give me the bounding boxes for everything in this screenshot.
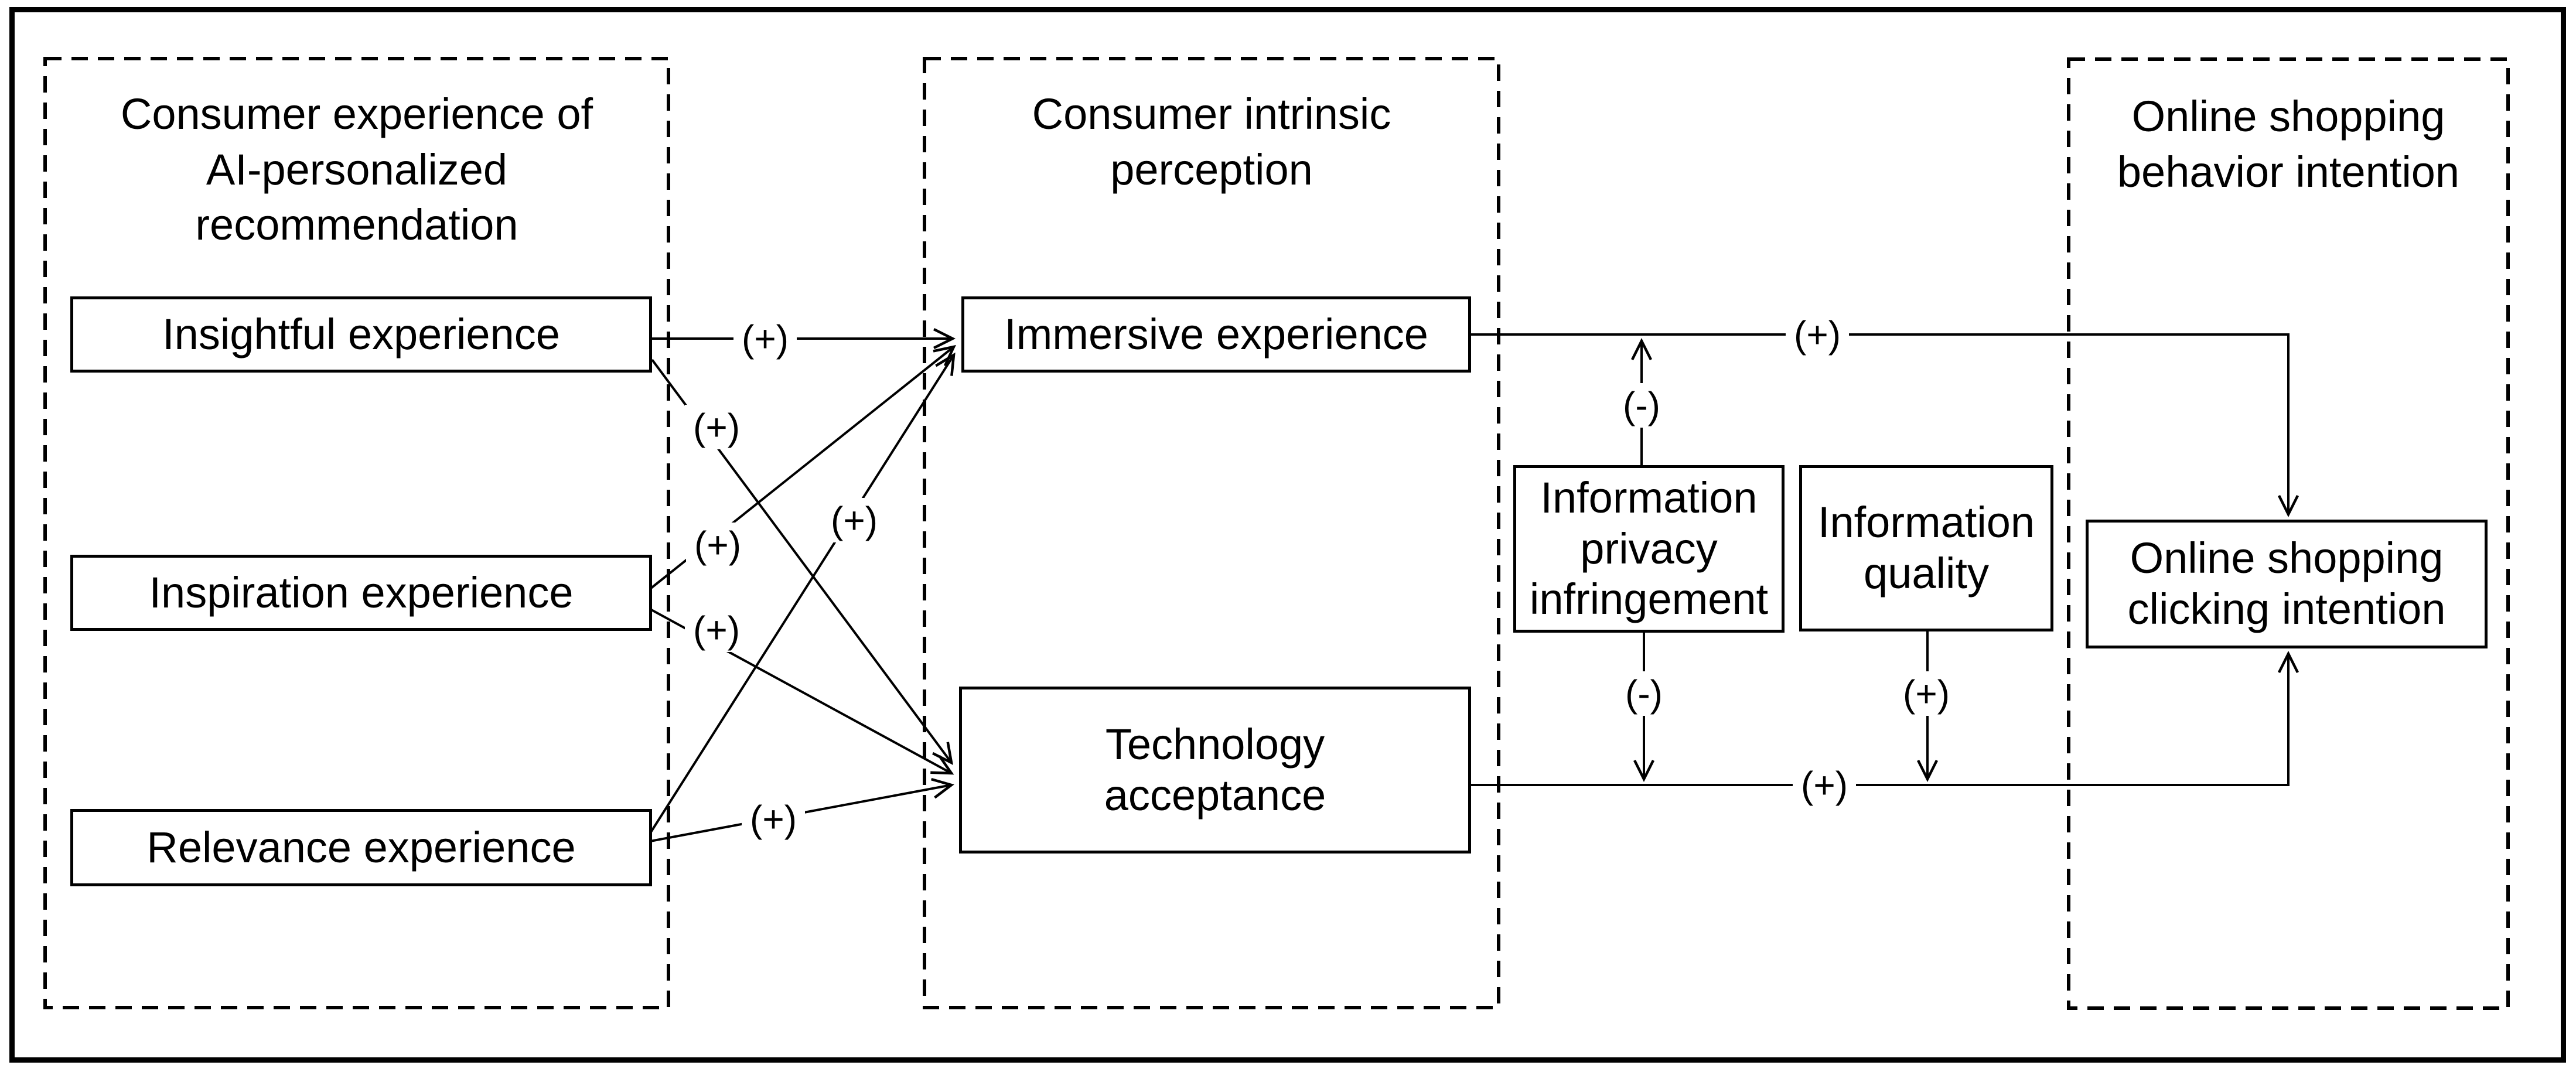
node-technology-acceptance: Technology acceptance bbox=[959, 687, 1471, 853]
node-inspiration-experience: Inspiration experience bbox=[70, 555, 652, 631]
node-online-shopping-clicking-intention: Online shopping clicking intention bbox=[2086, 520, 2488, 648]
node-information-quality: Information quality bbox=[1799, 465, 2053, 631]
sign-insightful-technology: (+) bbox=[685, 405, 748, 449]
node-insightful-experience: Insightful experience bbox=[70, 296, 652, 373]
outer-border bbox=[9, 7, 2566, 1063]
sign-relevance-immersive: (+) bbox=[823, 498, 886, 542]
node-relevance-experience: Relevance experience bbox=[70, 809, 652, 886]
group-box-consumer-intrinsic-perception bbox=[923, 57, 1500, 1009]
group-title-online-shopping-behavior-intention: Online shopping behavior intention bbox=[2117, 92, 2460, 196]
edge-relevance-to-immersive bbox=[649, 352, 956, 834]
edge-technology-to-clicking bbox=[1471, 650, 2299, 786]
sign-privacy-technology-path: (-) bbox=[1617, 671, 1671, 716]
group-box-online-shopping-behavior-intention bbox=[2067, 57, 2510, 1010]
sign-inspiration-technology: (+) bbox=[685, 607, 748, 652]
sign-immersive-clicking: (+) bbox=[1786, 312, 1849, 357]
sign-relevance-technology: (+) bbox=[742, 797, 805, 841]
group-box-consumer-experience bbox=[43, 57, 670, 1009]
group-title-consumer-intrinsic-perception: Consumer intrinsic perception bbox=[1032, 90, 1391, 194]
sign-insightful-immersive: (+) bbox=[733, 316, 797, 361]
sign-quality-technology-path: (+) bbox=[1895, 671, 1958, 716]
node-information-privacy-infringement: Information privacy infringement bbox=[1513, 465, 1785, 633]
edge-immersive-to-clicking bbox=[1471, 333, 2299, 518]
group-title-consumer-experience: Consumer experience of AI-personalized r… bbox=[120, 90, 593, 250]
sign-inspiration-immersive: (+) bbox=[686, 523, 749, 567]
node-immersive-experience: Immersive experience bbox=[961, 296, 1471, 373]
sign-privacy-immersive-path: (-) bbox=[1615, 383, 1669, 428]
sign-technology-clicking: (+) bbox=[1793, 763, 1856, 807]
